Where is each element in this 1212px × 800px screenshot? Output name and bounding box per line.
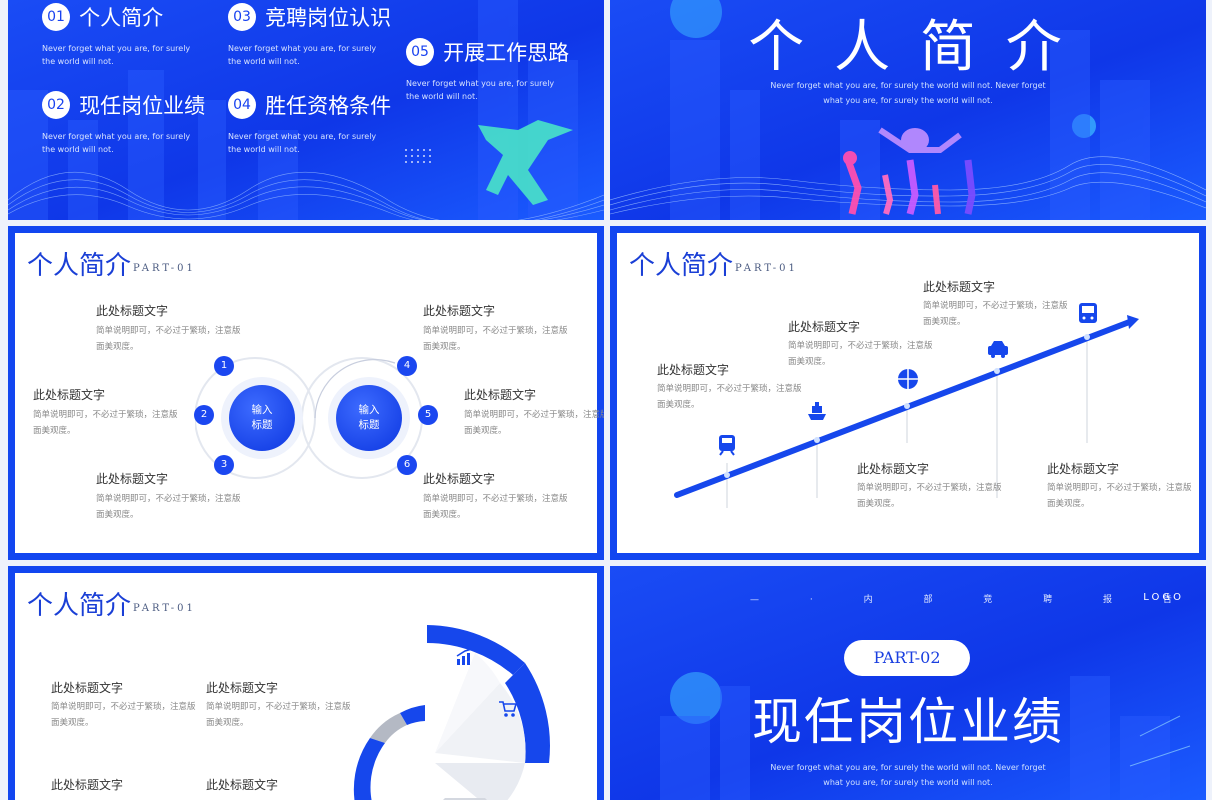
item-title: 此处标题文字 [96,472,169,486]
ship-icon [808,402,826,420]
agenda-title: 胜任资格条件 [265,94,392,118]
input-title-right[interactable]: 输入 标题 [336,385,402,451]
circle-label: 输入 标题 [251,404,273,431]
pie-item-title: 此处标题文字 [206,778,279,792]
slide-cover-intro[interactable]: 个 人 简 介 Never forget what you are, for s… [610,0,1206,220]
timeline-diagram [674,315,1139,508]
section-part-label: PART-01 [133,603,196,614]
agenda-subtitle: Never forget what you are, for surely th… [42,44,191,66]
slide-content: 个人简介 PART-01 此处标题文字 简单说明即可，不必过于繁琐，注意版面美观… [15,573,597,800]
pie-item-desc: 简单说明即可，不必过于繁琐，注意版面美观度。 [51,702,196,728]
slide-pie[interactable]: 个人简介 PART-01 此处标题文字 简单说明即可，不必过于繁琐，注意版面美观… [8,566,604,800]
slide-timeline[interactable]: 个人简介 PART-01 此处标题文字 简单说明即可，不必过于繁琐，注意版面美观… [610,226,1206,560]
cover-subtitle: Never forget what you are, for surely th… [770,81,1046,105]
number-dot-1: 1 [214,356,234,376]
item-title: 此处标题文字 [423,472,496,486]
item-title: 此处标题文字 [96,304,169,318]
agenda-number: 01 [42,3,70,31]
section-part-label: PART-01 [133,263,196,274]
timeline-item-desc: 简单说明即可，不必过于繁琐，注意版面美观度。 [857,483,1002,509]
part-badge: PART-02 [844,640,970,676]
item-desc: 简单说明即可，不必过于繁琐，注意版面美观度。 [464,410,604,436]
agenda-subtitle: Never forget what you are, for surely th… [228,132,377,154]
timeline-item-desc: 简单说明即可，不必过于繁琐，注意版面美观度。 [657,384,802,410]
agenda-title: 竞聘岗位认识 [265,6,392,30]
timeline-item-desc: 简单说明即可，不必过于繁琐，注意版面美观度。 [788,341,933,367]
item-desc: 简单说明即可，不必过于繁琐，注意版面美观度。 [33,410,178,436]
number-dot-5: 5 [418,405,438,425]
agenda-item-04[interactable]: 04 胜任资格条件 Never forget what you are, for… [228,90,391,156]
chart-growth-icon [456,648,473,665]
pie-item-title: 此处标题文字 [51,778,124,792]
pie-item-title: 此处标题文字 [206,681,279,695]
agenda-title: 现任岗位业绩 [79,94,206,118]
runners-group [843,127,976,215]
agenda-item-03[interactable]: 03 竞聘岗位认识 Never forget what you are, for… [228,2,391,68]
item-title: 此处标题文字 [464,388,537,402]
timeline-item-desc: 简单说明即可，不必过于繁琐，注意版面美观度。 [923,301,1068,327]
skyline-decoration [8,0,604,220]
pie-diagram [353,625,550,800]
timeline-item-title: 此处标题文字 [788,320,861,334]
agenda-item-02[interactable]: 02 现任岗位业绩 Never forget what you are, for… [42,90,205,156]
cover-title: 个 人 简 介 [748,15,1068,80]
runner-figure [478,120,573,205]
section-part-label: PART-01 [735,263,798,274]
pie-item-title: 此处标题文字 [51,681,124,695]
agenda-subtitle: Never forget what you are, for surely th… [406,79,555,101]
cart-icon [499,701,518,717]
section-title: 个人简介 [27,251,132,281]
number-dot-6: 6 [397,455,417,475]
input-title-left[interactable]: 输入 标题 [229,385,295,451]
section-title: 个人简介 [27,591,132,621]
agenda-item-01[interactable]: 01 个人简介 Never forget what you are, for s… [42,2,192,68]
header-report-label: — · 内 部 竞 聘 报 告 · — [750,595,1206,605]
logo-text: LOGO [1143,592,1184,603]
item-title: 此处标题文字 [33,388,106,402]
agenda-number: 03 [228,3,256,31]
number-dot-2: 2 [194,405,214,425]
taxi-icon [988,341,1008,358]
pie-item-desc: 简单说明即可，不必过于繁琐，注意版面美观度。 [206,702,351,728]
slide-circles[interactable]: 个人简介 PART-01 输入 标题 输入 标题 1 2 3 4 5 6 此处标… [8,226,604,560]
slide-content: 个人简介 PART-01 此处标题文字 简单说明即可，不必过于繁琐，注意版面美观… [617,233,1199,553]
agenda-title: 个人简介 [79,6,164,30]
plane-globe-icon [898,369,918,389]
skyline-decoration [610,0,1206,220]
circle-label: 输入 标题 [358,404,380,431]
timeline-item-desc: 简单说明即可，不必过于繁琐，注意版面美观度。 [1047,483,1192,509]
item-desc: 简单说明即可，不必过于繁琐，注意版面美观度。 [423,326,568,352]
item-title: 此处标题文字 [423,304,496,318]
cover-title: 现任岗位业绩 [752,693,1064,751]
bus-icon [1079,303,1097,323]
slide-cover-part02[interactable]: — · 内 部 竞 聘 报 告 · — LOGO PART-02 现任岗位业绩 … [610,566,1206,800]
agenda-title: 开展工作思路 [443,41,570,65]
number-dot-3: 3 [214,455,234,475]
agenda-number: 02 [42,91,70,119]
item-desc: 简单说明即可，不必过于繁琐，注意版面美观度。 [96,494,241,520]
slide-agenda[interactable]: 01 个人简介 Never forget what you are, for s… [8,0,604,220]
timeline-item-title: 此处标题文字 [1047,462,1120,476]
cover-subtitle: Never forget what you are, for surely th… [770,763,1046,787]
agenda-subtitle: Never forget what you are, for surely th… [228,44,377,66]
item-desc: 简单说明即可，不必过于繁琐，注意版面美观度。 [423,494,568,520]
item-desc: 简单说明即可，不必过于繁琐，注意版面美观度。 [96,326,241,352]
section-title: 个人简介 [629,251,734,281]
agenda-item-05[interactable]: 05 开展工作思路 Never forget what you are, for… [406,37,569,103]
agenda-subtitle: Never forget what you are, for surely th… [42,132,191,154]
agenda-number: 04 [228,91,256,119]
slide-content: 个人简介 PART-01 输入 标题 输入 标题 1 2 3 4 5 6 此处标… [15,233,604,553]
timeline-item-title: 此处标题文字 [657,363,730,377]
train-icon [719,435,735,456]
agenda-number: 05 [406,38,434,66]
timeline-item-title: 此处标题文字 [857,462,930,476]
skyline-decoration [660,672,1191,800]
number-dot-4: 4 [397,356,417,376]
timeline-item-title: 此处标题文字 [923,280,996,294]
